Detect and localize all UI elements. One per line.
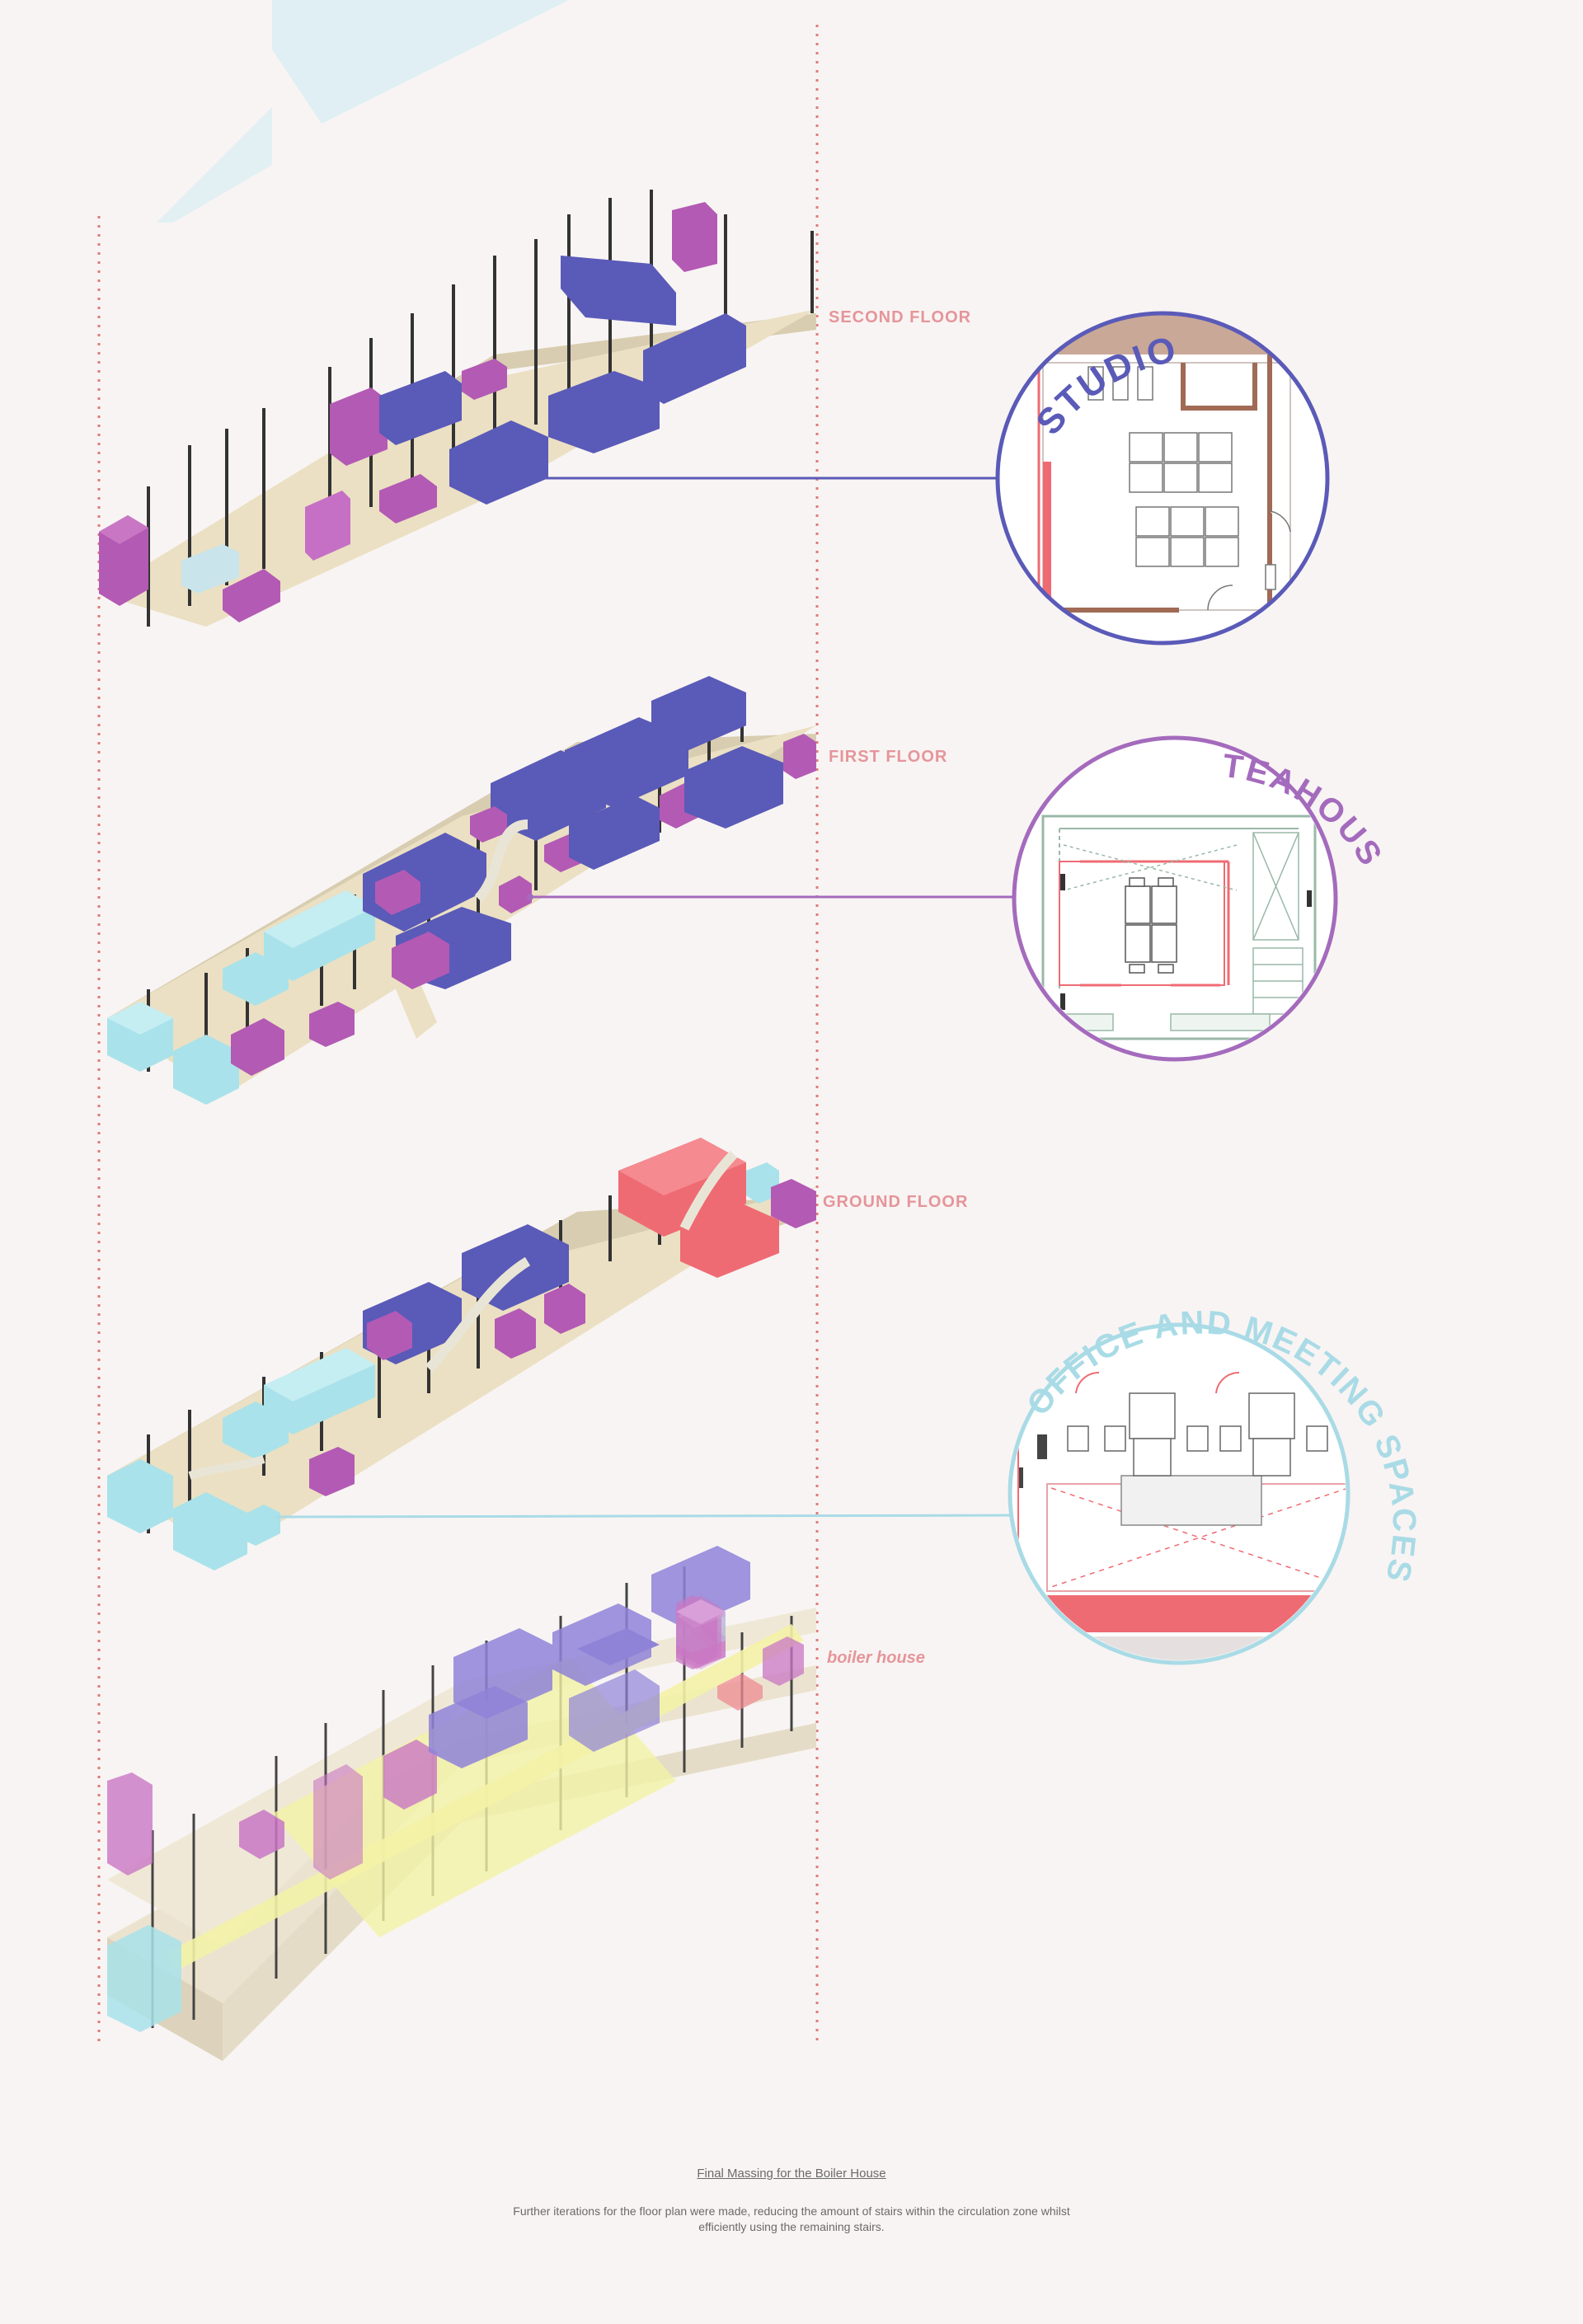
second-floor-massing — [99, 190, 816, 627]
boiler-house-massing — [107, 1546, 816, 2061]
caption-line-2: efficiently using the remaining stairs. — [698, 2220, 885, 2233]
caption-title: Final Massing for the Boiler House — [697, 2167, 886, 2181]
caption-description: Further iterations for the floor plan we… — [0, 2204, 1583, 2235]
studio-callout: STUDIO — [995, 311, 1330, 646]
figure-caption: Final Massing for the Boiler House Furth… — [0, 2167, 1583, 2235]
guide-lines — [97, 25, 819, 2045]
office-callout: OFFICE AND MEETING SPACES — [1008, 1304, 1421, 1665]
ground-floor-massing — [107, 1138, 816, 1570]
caption-line-1: Further iterations for the floor plan we… — [513, 2204, 1070, 2218]
connector-lines — [275, 477, 1017, 1519]
first-floor-massing — [107, 676, 816, 1105]
first-floor-label: FIRST FLOOR — [829, 748, 948, 766]
ground-floor-label: GROUND FLOOR — [823, 1193, 969, 1211]
sky-decoration — [157, 0, 569, 223]
boiler-house-label: boiler house — [827, 1649, 925, 1667]
second-floor-label: SECOND FLOOR — [829, 308, 972, 326]
